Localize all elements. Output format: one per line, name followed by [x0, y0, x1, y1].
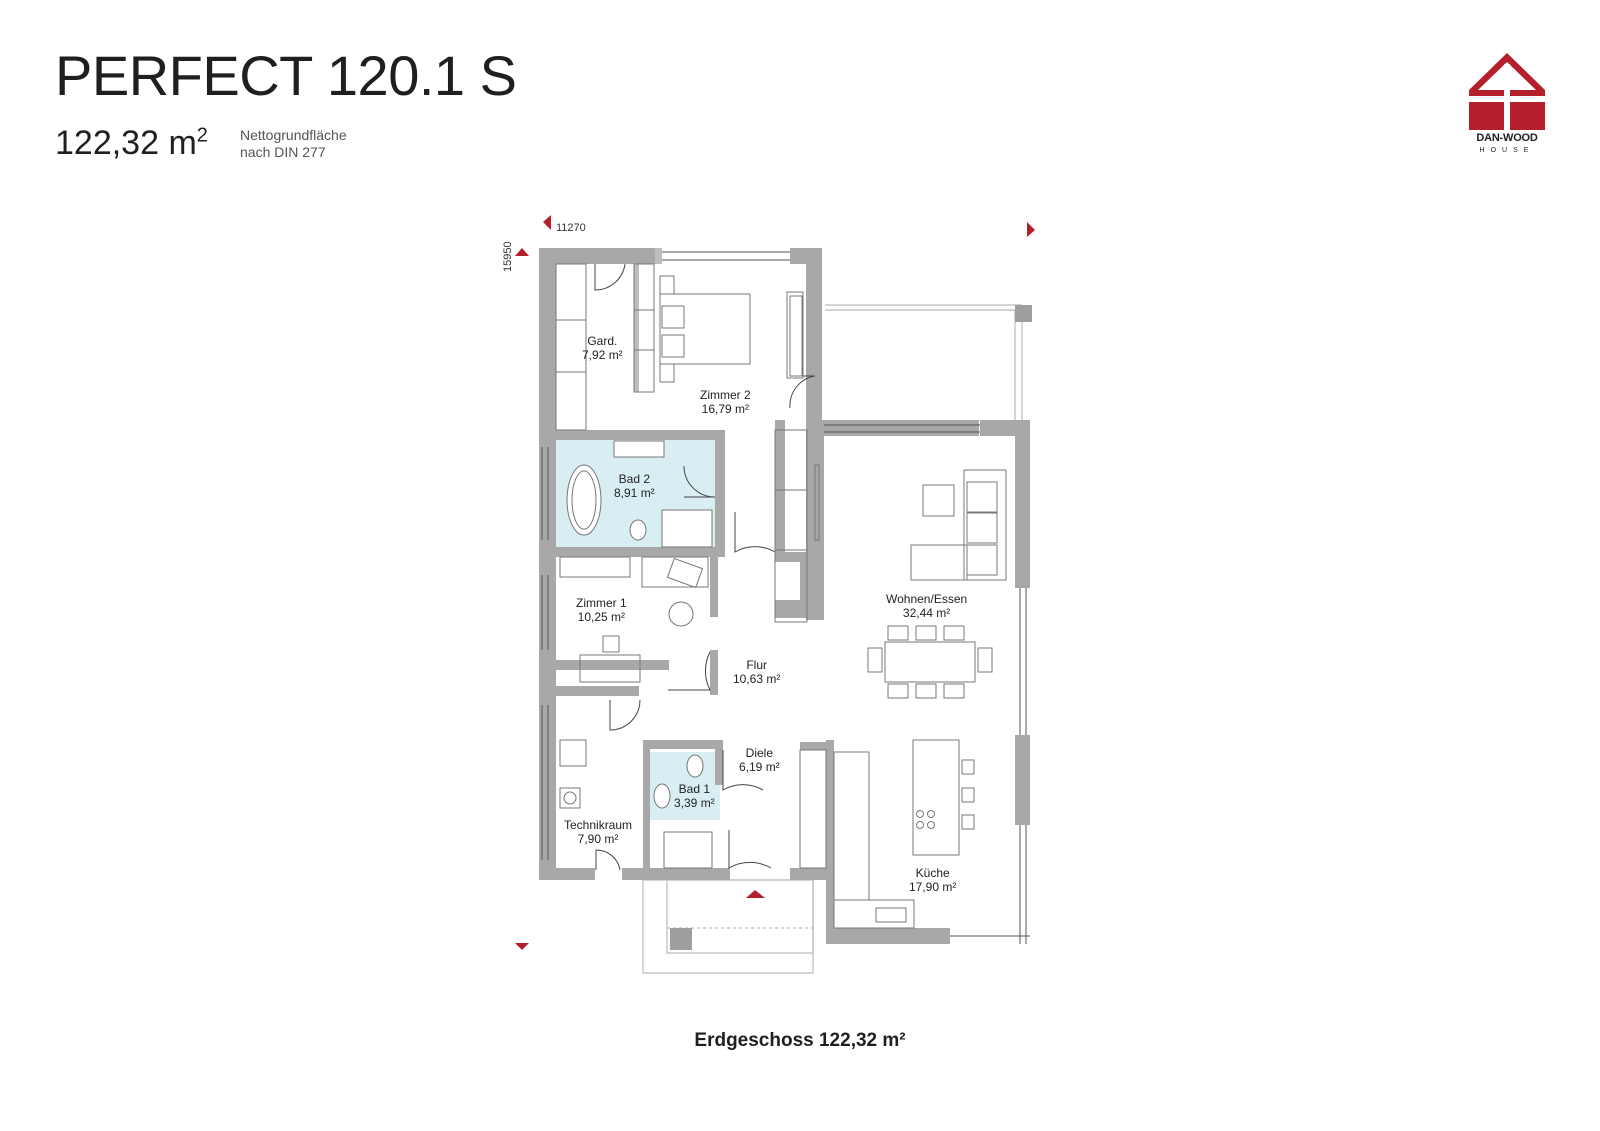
room-name: Technikraum — [564, 818, 633, 832]
room-name: Flur — [746, 658, 768, 672]
logo-subtitle: HOUSE — [1479, 147, 1535, 154]
room-area: 10,25 m² — [577, 610, 626, 624]
room-name: Zimmer 2 — [700, 388, 751, 402]
net-area-value: 122,32 m — [55, 124, 197, 162]
room-bad1: Bad 1 3,39 m² — [674, 782, 715, 810]
room-area: 7,92 m² — [582, 348, 623, 362]
dimension-marker-bottom — [515, 943, 529, 950]
room-name: Wohnen/Essen — [886, 592, 968, 606]
room-area: 17,90 m² — [909, 880, 957, 894]
wardrobe-shelves — [555, 263, 655, 431]
area-note-line2: nach DIN 277 — [240, 144, 326, 160]
kitchen-furniture — [799, 739, 975, 929]
entrance-canopy — [642, 879, 814, 974]
area-note-line1: Nettogrundfläche — [240, 127, 347, 143]
terrace-post — [1015, 305, 1032, 322]
house-logo-icon — [1469, 53, 1545, 130]
room-area: 6,19 m² — [739, 760, 780, 774]
bed — [659, 275, 804, 383]
room-technikraum: Technikraum 7,90 m² — [564, 818, 632, 846]
terrace-top — [825, 304, 1023, 420]
room-area: 8,91 m² — [614, 486, 655, 500]
room-name: Zimmer 1 — [576, 596, 627, 610]
room-name: Bad 1 — [678, 782, 711, 796]
technik-fixtures — [559, 739, 713, 869]
living-furniture — [867, 469, 1007, 699]
net-area: 122,32 m2 — [55, 124, 208, 163]
dimension-marker-right — [1027, 222, 1035, 237]
windows — [541, 251, 1030, 944]
room-name: Diele — [745, 746, 774, 760]
room-flur: Flur 10,63 m² — [733, 658, 780, 686]
room-zimmer2: Zimmer 2 16,79 m² — [700, 388, 751, 416]
logo-wordmark: DAN-WOOD — [1476, 132, 1538, 144]
room-name: Bad 2 — [618, 472, 651, 486]
plan-title: PERFECT 120.1 S — [55, 44, 517, 107]
room-name: Küche — [915, 866, 950, 880]
room-kueche: Küche 17,90 m² — [909, 866, 956, 894]
room-area: 32,44 m² — [902, 606, 951, 620]
area-note: Nettogrundfläche nach DIN 277 — [240, 127, 400, 161]
room-name: Gard. — [587, 334, 618, 348]
room-bad2: Bad 2 8,91 m² — [614, 472, 655, 500]
flur-wardrobe — [774, 429, 820, 623]
room-zimmer1: Zimmer 1 10,25 m² — [576, 596, 627, 624]
room-area: 3,39 m² — [674, 796, 715, 810]
room-gard: Gard. 7,92 m² — [582, 334, 623, 362]
dimension-width: 11270 — [556, 222, 586, 234]
room-wohnen-essen: Wohnen/Essen 32,44 m² — [886, 592, 967, 620]
dimension-depth: 15950 — [502, 241, 514, 272]
room-area: 16,79 m² — [701, 402, 750, 416]
room-diele: Diele 6,19 m² — [739, 746, 780, 774]
doors — [594, 263, 816, 871]
room-area: 7,90 m² — [577, 832, 619, 846]
bad2-fixtures — [566, 440, 713, 548]
dimension-marker-top — [515, 248, 529, 256]
entrance-marker — [746, 890, 765, 898]
room-area: 10,63 m² — [733, 672, 781, 686]
dimension-marker-left — [543, 215, 551, 230]
floor-caption: Erdgeschoss 122,32 m² — [694, 1030, 906, 1051]
net-area-unit-sup: 2 — [196, 124, 208, 147]
zimmer1-furniture — [559, 556, 709, 683]
